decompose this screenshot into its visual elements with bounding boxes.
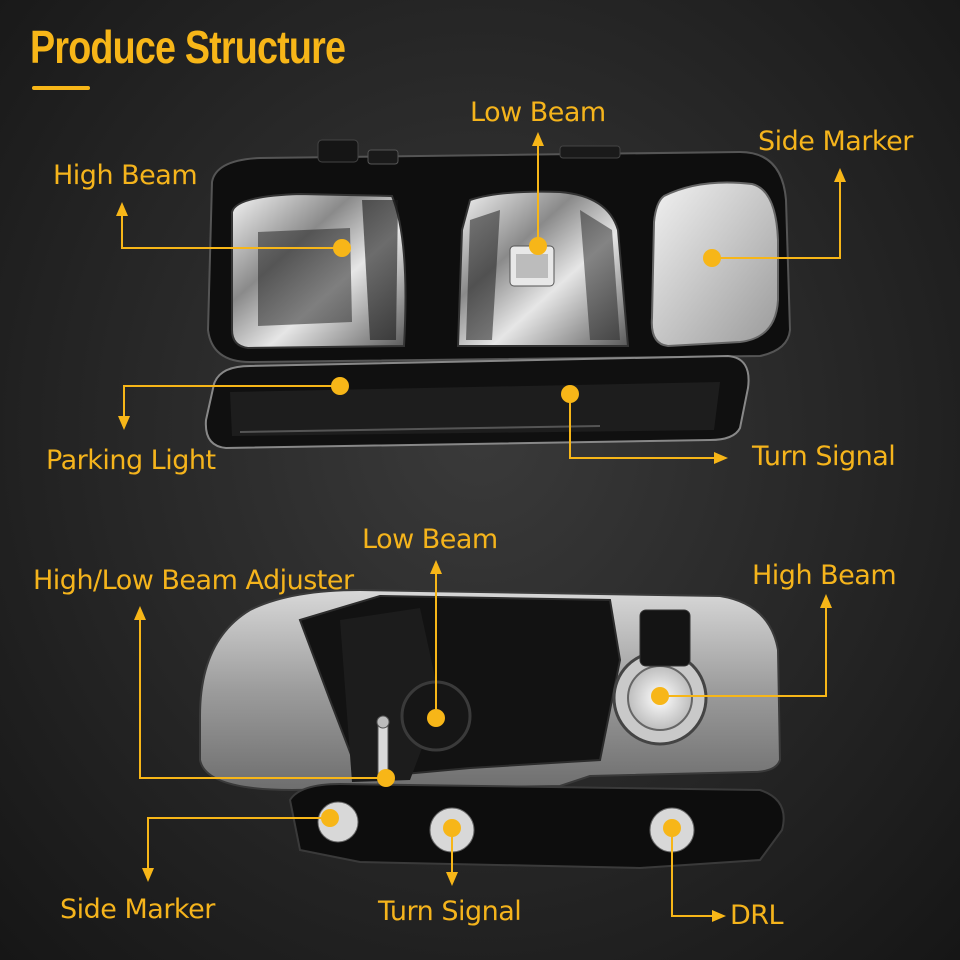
callout-lines <box>121 144 841 917</box>
callout-dot <box>377 769 395 787</box>
callout-arrowheads <box>116 132 846 922</box>
label-bottom-low-beam: Low Beam <box>362 524 498 555</box>
label-top-high-beam: High Beam <box>53 160 198 191</box>
callout-dots <box>321 237 721 837</box>
top-headlight <box>204 139 792 450</box>
label-bottom-turn-signal: Turn Signal <box>378 896 522 927</box>
arrowhead-right <box>712 910 726 922</box>
page-title: Produce Structure <box>30 21 346 73</box>
bottom-headlight <box>199 588 785 870</box>
callout-dot <box>443 819 461 837</box>
callout-dot <box>321 809 339 827</box>
callout-bottom-drl <box>671 828 714 917</box>
arrowhead-up <box>134 606 146 620</box>
arrowhead-up <box>532 132 544 146</box>
label-top-low-beam: Low Beam <box>470 97 606 128</box>
callout-top-side-marker <box>712 180 841 259</box>
callout-dot <box>663 819 681 837</box>
callout-dot <box>333 239 351 257</box>
label-top-turn-signal: Turn Signal <box>752 441 896 472</box>
label-bottom-side-marker: Side Marker <box>60 894 215 925</box>
arrowhead-down <box>446 872 458 886</box>
label-top-side-marker: Side Marker <box>758 126 913 157</box>
callout-top-turn-signal <box>569 394 716 459</box>
callout-dot <box>651 687 669 705</box>
callout-dot <box>331 377 349 395</box>
label-top-parking-light: Parking Light <box>46 445 216 476</box>
arrowhead-up <box>430 560 442 574</box>
arrowhead-up <box>116 202 128 216</box>
label-bottom-high-beam: High Beam <box>752 560 897 591</box>
arrowhead-up <box>834 168 846 182</box>
callout-dot <box>529 237 547 255</box>
title-underline <box>32 86 90 90</box>
arrowhead-down <box>142 868 154 882</box>
arrowhead-right <box>714 452 728 464</box>
arrowhead-up <box>820 594 832 608</box>
label-bottom-drl: DRL <box>730 900 784 931</box>
callout-dot <box>561 385 579 403</box>
arrowhead-down <box>118 416 130 430</box>
callout-bottom-adjuster <box>139 618 386 779</box>
callout-bottom-side-marker <box>147 817 330 870</box>
label-bottom-adjuster: High/Low Beam Adjuster <box>33 565 354 596</box>
callout-top-high-beam <box>121 214 342 249</box>
callout-dot <box>703 249 721 267</box>
callout-bottom-high-beam <box>660 606 827 697</box>
callout-dot <box>427 709 445 727</box>
callout-top-parking-light <box>123 385 340 418</box>
